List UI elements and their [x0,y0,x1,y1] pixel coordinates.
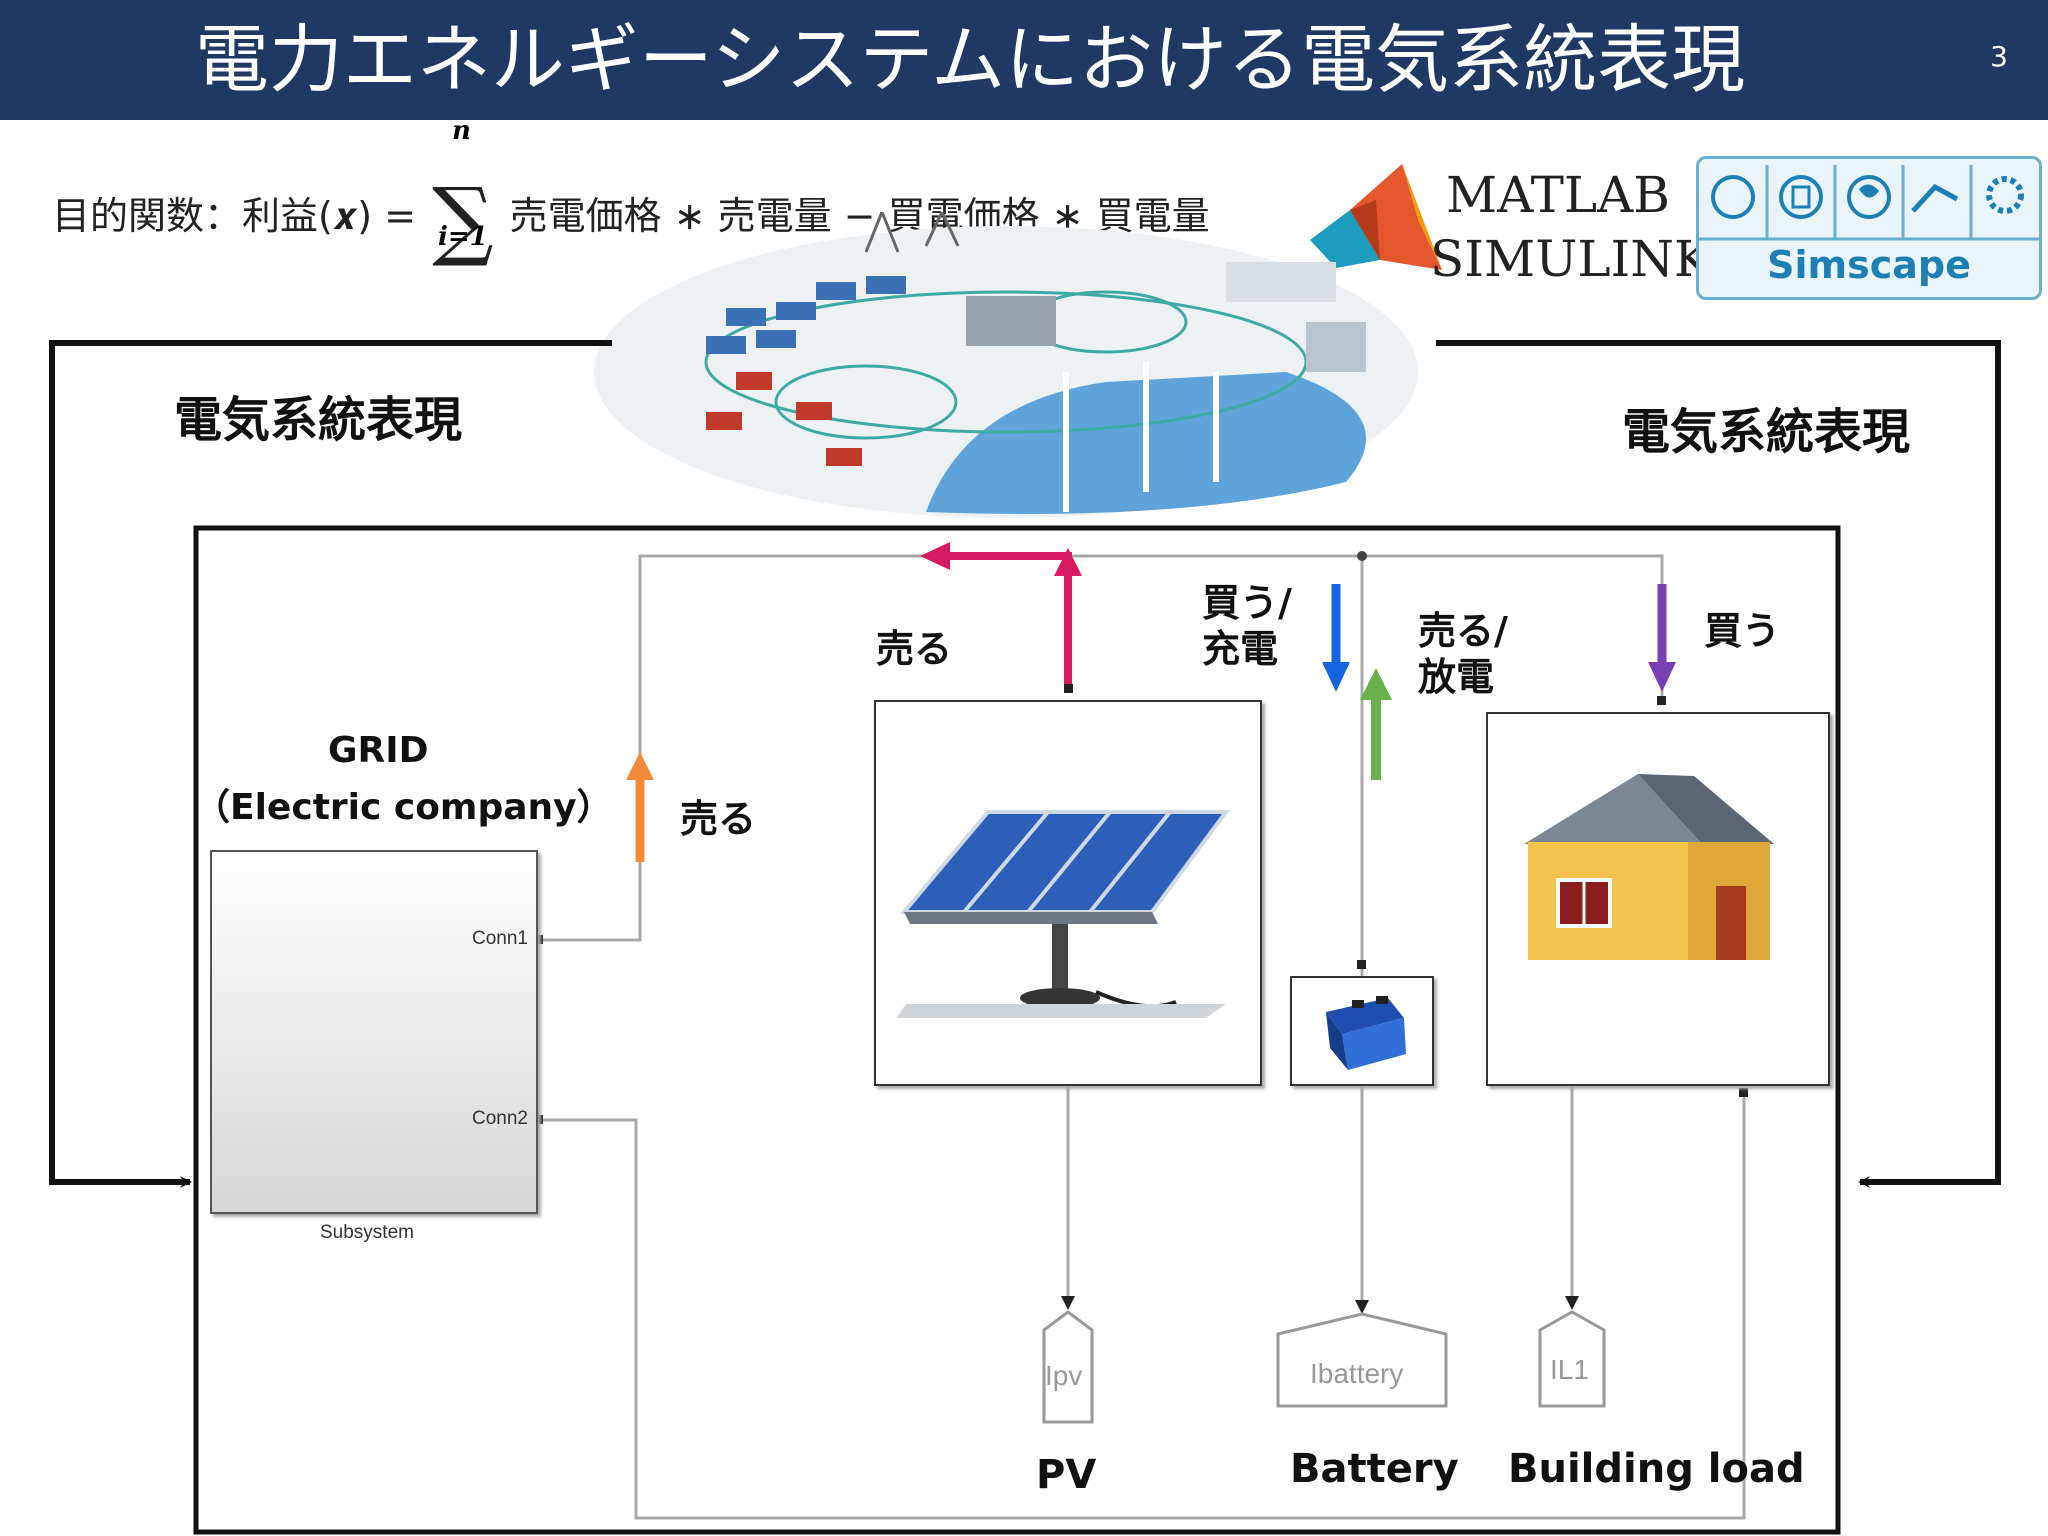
simscape-wordmark: Simscape [1767,243,1971,287]
building-block[interactable] [1486,712,1830,1086]
ibattery-tag-label: Ibattery [1310,1358,1404,1389]
right-section-title: 電気系統表現 [1622,404,1911,460]
simscape-logo: Simscape [1696,156,2042,300]
house-icon [1524,774,1774,960]
page-number: 3 [1990,40,2008,73]
sell-grid-arrow-icon [626,752,654,862]
sum-symbol: ∑ [432,170,494,270]
matlab-wordmark: MATLAB [1446,166,1670,224]
slide-title: 電力エネルギーシステムにおける電気系統表現 [194,17,1746,103]
buy-charge-label: 買う/ 充電 [1202,581,1292,671]
ibattery-tag-shape [1276,1312,1448,1408]
buy-arrow-icon [1648,584,1676,692]
sell-pv-arrow-icon [920,542,1082,684]
sum-lower-limit: i=1 [438,222,488,252]
simscape-domain-icons [1699,165,2039,241]
buy-charge-arrow-icon [1322,584,1350,692]
matlab-logo-icon [1310,164,1442,270]
sum-upper-limit: n [452,116,471,146]
pv-block[interactable] [874,700,1262,1086]
battery-icon [1326,996,1406,1070]
il1-tag-shape [1538,1310,1606,1408]
sell-top-label: 売る [876,627,953,671]
buy-label: 買う [1704,609,1781,653]
battery-block[interactable] [1290,976,1434,1086]
grid-subsystem-block[interactable] [210,850,538,1214]
grid-subtitle: （Electric company） [194,787,613,828]
sell-left-label: 売る [680,797,757,841]
left-section-title: 電気系統表現 [174,392,463,448]
sell-discharge-arrow-icon [1360,668,1392,780]
il1-tag-label: IL1 [1550,1354,1589,1385]
conn1-port-label: Conn1 [472,928,528,949]
sell-discharge-label: 売る/ 放電 [1418,609,1508,699]
ipv-tag-shape [1042,1310,1094,1424]
ipv-tag-label: Ipv [1045,1360,1083,1391]
conn2-port-label: Conn2 [472,1108,528,1129]
pv-label: PV [1036,1452,1097,1498]
building-load-label: Building load [1508,1446,1805,1492]
subsystem-label: Subsystem [320,1222,414,1243]
simulink-wordmark: SIMULINK [1430,230,1712,288]
formula-lhs: 目的関数：利益(𝒙) = [52,194,417,238]
title-bar [0,0,2048,120]
battery-label: Battery [1290,1446,1459,1492]
grid-title: GRID [328,730,429,771]
smart-grid-illustration [594,212,1418,518]
solar-panel-icon [896,810,1230,1018]
